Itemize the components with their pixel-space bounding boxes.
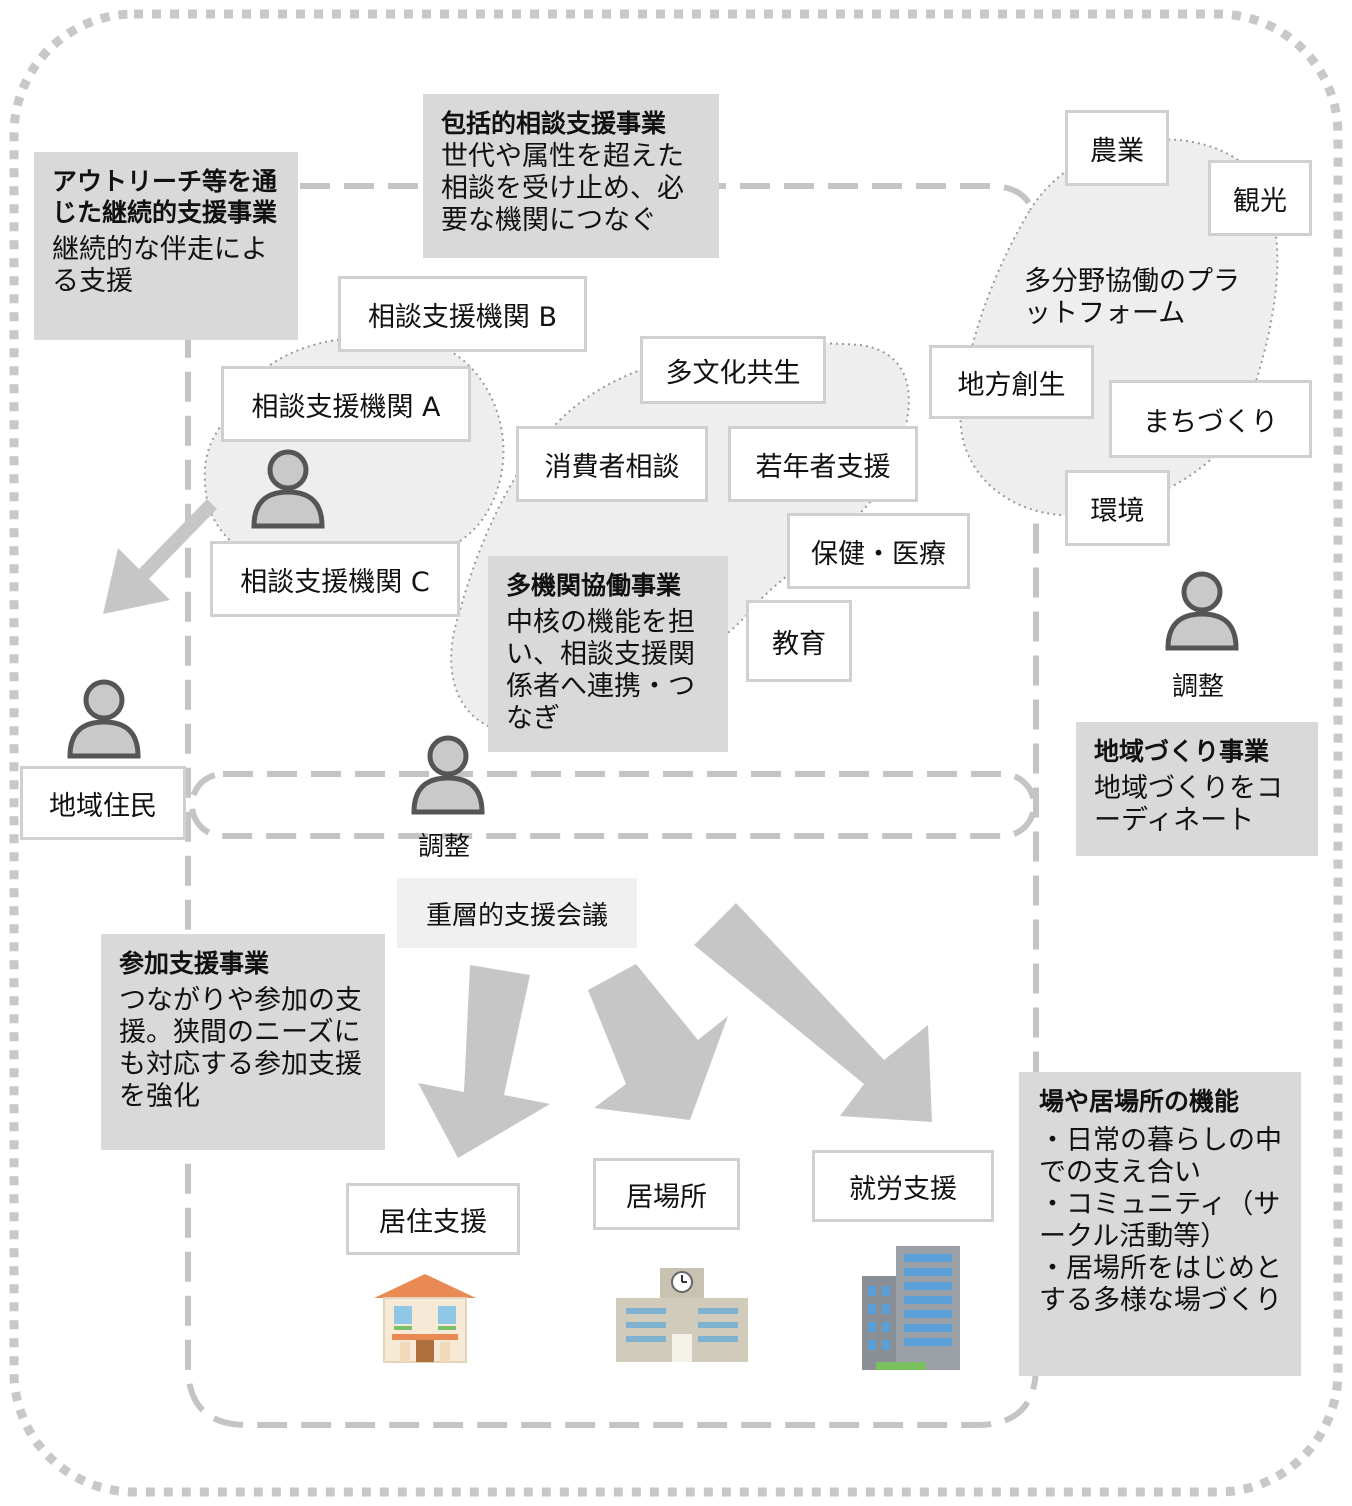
agency-c-label: 相談支援機関 C [240, 566, 430, 598]
outer-frame [9, 9, 1343, 1497]
education-box: 教育 [746, 600, 852, 682]
consumer-box: 消費者相談 [516, 426, 708, 502]
agriculture-box: 農業 [1065, 110, 1169, 186]
office-building-icon [862, 1246, 960, 1370]
meeting-label: 重層的支援会議 [425, 900, 608, 931]
education-label: 教育 [772, 628, 826, 660]
town-label: まちづくり [1143, 406, 1278, 438]
place-box: 居場所 [593, 1158, 740, 1230]
arrow-to-place [588, 964, 728, 1120]
agency-a-box: 相談支援機関 A [221, 366, 471, 442]
environment-box: 環境 [1065, 470, 1170, 546]
resident-box: 地域住民 [20, 766, 186, 840]
agency-c-box: 相談支援機関 C [210, 541, 460, 617]
tourism-label: 観光 [1233, 185, 1287, 217]
community-dev-panel: 地域づくり事業 地域づくりをコーディネート [1076, 722, 1318, 856]
housing-box: 居住支援 [346, 1183, 520, 1255]
housing-label: 居住支援 [379, 1206, 487, 1238]
participation-panel: 参加支援事業 つながりや参加の支援。狭間のニーズにも対応する参加支援を強化 [101, 934, 385, 1150]
multi-agency-title: 多機関協働事業 [506, 571, 682, 600]
place-function-list: ・日常の暮らしの中での支え合い ・コミュニティ（サークル活動等） ・居場所をはじ… [1039, 1125, 1285, 1317]
multi-agency-panel: 多機関協働事業 中核の機能を担い、相談支援関係者へ連携・つなぎ [488, 556, 728, 752]
place-label: 居場所 [626, 1181, 707, 1213]
youth-box: 若年者支援 [728, 426, 918, 502]
work-label: 就労支援 [849, 1173, 957, 1205]
arrow-to-housing [418, 965, 550, 1158]
comprehensive-title: 包括的相談支援事業 [441, 109, 667, 138]
agency-b-label: 相談支援機関 B [367, 301, 558, 333]
comprehensive-panel: 包括的相談支援事業 世代や属性を超えた相談を受け止め、必要な機関につなぐ [423, 94, 719, 258]
participation-body: つながりや参加の支援。狭間のニーズにも対応する参加支援を強化 [119, 985, 362, 1112]
adjust-right-label: 調整 [1172, 672, 1225, 702]
meeting-panel: 重層的支援会議 [397, 878, 637, 948]
town-box: まちづくり [1109, 380, 1312, 458]
place-function-item: ・居場所をはじめとする多様な場づくり [1039, 1253, 1282, 1316]
platform-label: 多分野協働のプラットフォーム [1024, 266, 1240, 329]
adjustment-loop [189, 771, 1037, 839]
arrow-to-resident [103, 548, 170, 614]
work-box: 就労支援 [812, 1150, 994, 1222]
youth-label: 若年者支援 [755, 451, 891, 483]
multicultural-label: 多文化共生 [665, 357, 801, 389]
multi-agency-body: 中核の機能を担い、相談支援関係者へ連携・つなぎ [506, 607, 695, 734]
outreach-panel: アウトリーチ等を通じた継続的支援事業 継続的な伴走による支援 [34, 152, 298, 340]
agency-b-box: 相談支援機関 B [338, 276, 587, 352]
person-icon [1165, 571, 1239, 651]
consumer-label: 消費者相談 [544, 451, 680, 483]
comprehensive-body: 世代や属性を超えた相談を受け止め、必要な機関につなぐ [441, 141, 684, 236]
tourism-box: 観光 [1208, 160, 1312, 236]
place-function-item: ・日常の暮らしの中での支え合い [1039, 1125, 1282, 1188]
health-box: 保健・医療 [787, 513, 970, 589]
place-function-panel: 場や居場所の機能 ・日常の暮らしの中での支え合い ・コミュニティ（サークル活動等… [1019, 1072, 1301, 1376]
environment-label: 環境 [1090, 495, 1145, 527]
person-icon [251, 449, 325, 529]
agriculture-label: 農業 [1090, 135, 1144, 167]
community-dev-title: 地域づくり事業 [1094, 737, 1270, 766]
place-function-item: ・コミュニティ（サークル活動等） [1039, 1189, 1281, 1252]
agency-a-label: 相談支援機関 A [251, 391, 441, 423]
arrow-to-work [694, 903, 932, 1122]
outreach-body: 継続的な伴走による支援 [52, 234, 268, 297]
inner-frame [185, 183, 1039, 1428]
adjust-center-label: 調整 [418, 832, 471, 862]
outreach-title: アウトリーチ等を通じた継続的支援事業 [52, 167, 278, 227]
school-icon [616, 1268, 748, 1362]
house-icon [374, 1274, 476, 1363]
regional-label: 地方創生 [957, 369, 1066, 401]
community-dev-body: 地域づくりをコーディネート [1094, 773, 1283, 836]
multicultural-box: 多文化共生 [640, 336, 826, 404]
place-function-title: 場や居場所の機能 [1039, 1087, 1240, 1116]
regional-box: 地方創生 [929, 345, 1094, 419]
person-icon [411, 735, 485, 815]
health-label: 保健・医療 [811, 538, 946, 570]
participation-title: 参加支援事業 [119, 949, 270, 978]
person-icon [67, 679, 141, 759]
resident-label: 地域住民 [49, 790, 157, 822]
